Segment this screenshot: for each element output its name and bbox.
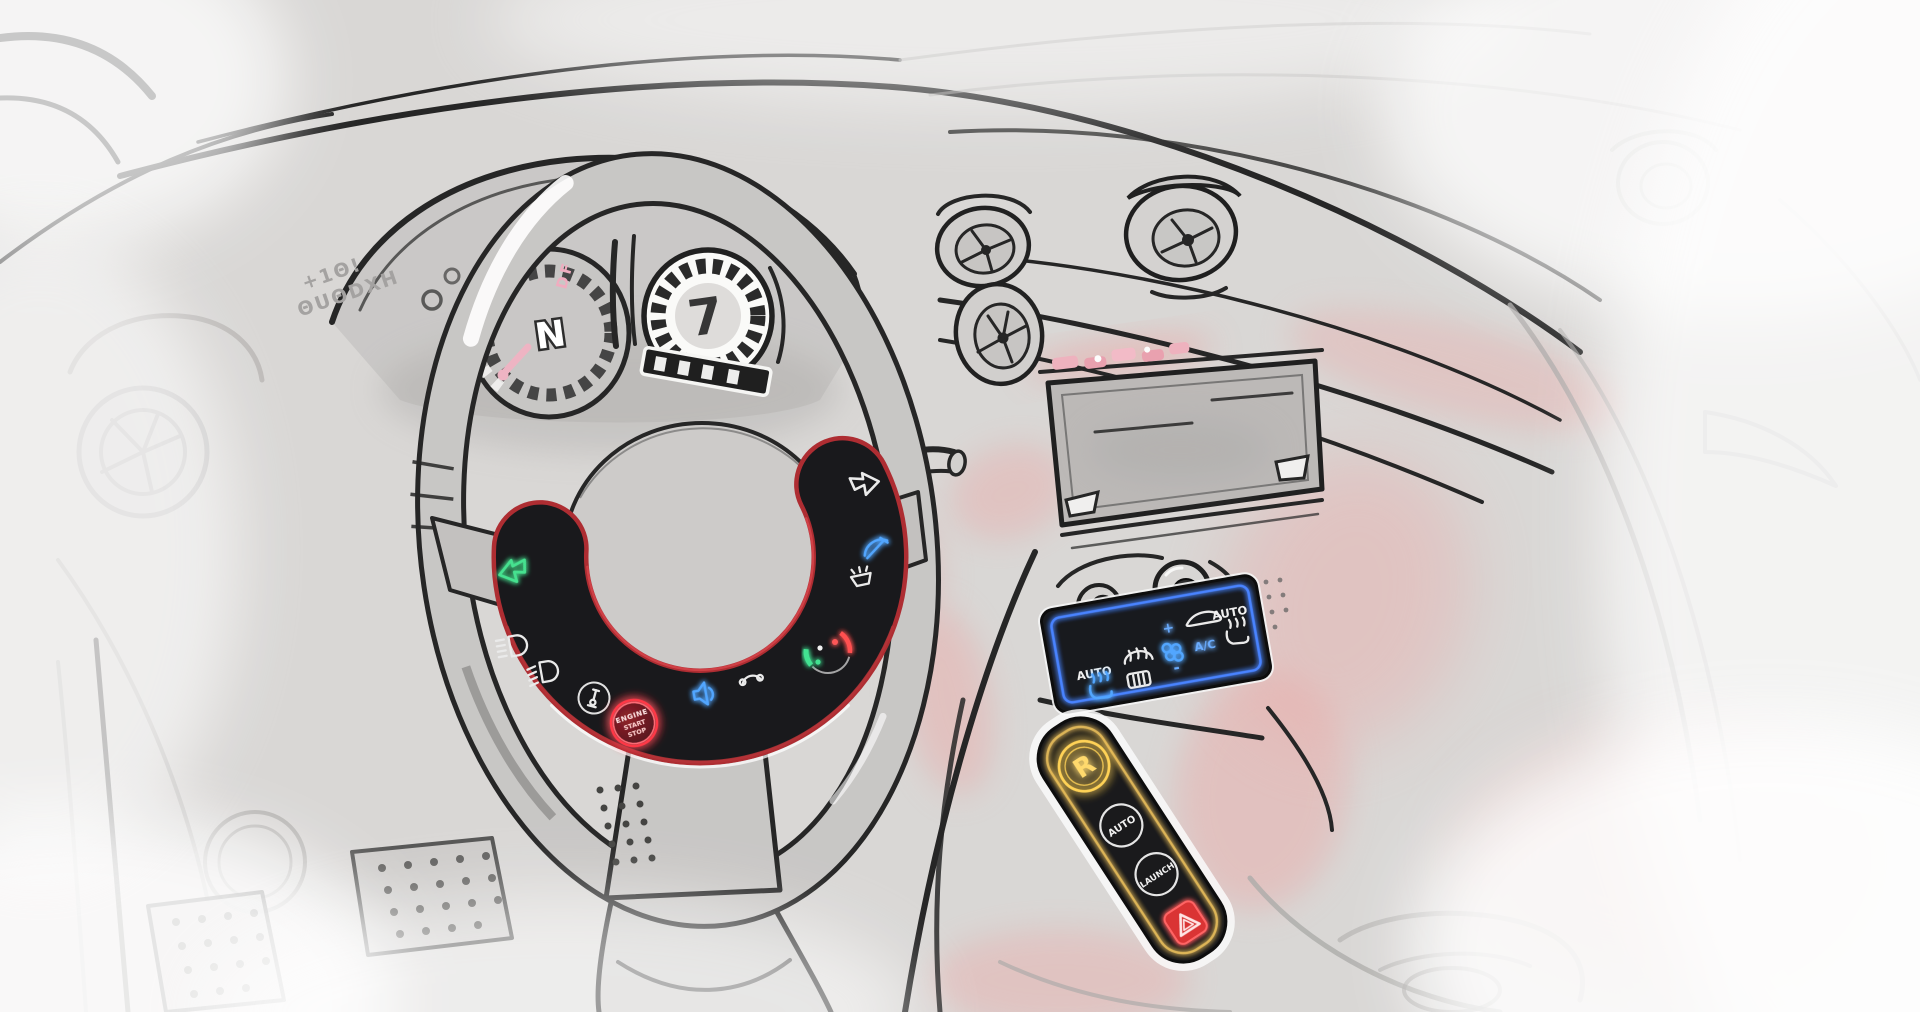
- recirculation-car-icon: [1185, 610, 1223, 628]
- fan-minus: -: [1172, 658, 1181, 677]
- high-beam-button[interactable]: [494, 634, 529, 659]
- volume-button[interactable]: [692, 681, 715, 706]
- climate-control-panel: AUTO + - A/C: [1038, 572, 1274, 716]
- front-defrost-button[interactable]: [1123, 646, 1154, 665]
- seat-heat-left-icon: [1088, 670, 1113, 700]
- wiper-icon: [863, 536, 889, 560]
- phone-icon: [738, 673, 764, 687]
- low-beam-button[interactable]: [526, 660, 560, 688]
- infotainment-screen[interactable]: [1045, 341, 1325, 528]
- washer-icon: [849, 565, 872, 588]
- right-turn-signal-icon[interactable]: [848, 471, 881, 498]
- hazard-triangle-icon: [1179, 913, 1201, 938]
- volume-icon: [692, 681, 715, 706]
- wiper-button[interactable]: [862, 536, 890, 560]
- fan-control[interactable]: + -: [1158, 619, 1186, 678]
- recirculation-button[interactable]: [1185, 609, 1223, 628]
- center-console-bridge: R AUTO LAUNCH: [1029, 708, 1235, 972]
- left-turn-signal-icon[interactable]: [497, 557, 530, 585]
- low-beam-icon: [538, 660, 560, 684]
- svg-text:A/C: A/C: [1193, 637, 1217, 655]
- ac-button[interactable]: A/C: [1193, 637, 1217, 655]
- spoke-perforations: [596, 782, 656, 866]
- climate-auto-left-button[interactable]: AUTO: [1075, 663, 1116, 702]
- suspension-damper-button[interactable]: [575, 679, 613, 717]
- engine-start-stop-button[interactable]: ENGINE START STOP: [605, 694, 663, 752]
- right-dash-air-vent: [1123, 174, 1242, 300]
- svg-text:AUTO: AUTO: [1075, 663, 1113, 683]
- rear-defrost-icon: [1126, 670, 1152, 689]
- manettino-dial[interactable]: [803, 631, 853, 674]
- cluster-segment-bar: [639, 345, 773, 398]
- center-air-vent-lower: [953, 281, 1045, 387]
- screen-bezel-camo: [1051, 341, 1190, 370]
- seat-heat-right-icon: [1225, 616, 1250, 645]
- phone-button[interactable]: [738, 673, 764, 687]
- washer-button[interactable]: [849, 565, 872, 588]
- fan-icon: [1161, 642, 1184, 662]
- rear-defrost-button[interactable]: [1126, 670, 1152, 689]
- hazard-button[interactable]: [1162, 899, 1210, 947]
- climate-auto-right-button[interactable]: AUTO: [1211, 603, 1253, 648]
- instrument-cluster: N DF 7: [421, 234, 786, 420]
- high-beam-icon: [507, 634, 529, 658]
- suspension-damper-icon: [586, 688, 601, 709]
- svg-text:AUTO: AUTO: [1211, 603, 1249, 623]
- tach-number: 7: [684, 286, 727, 348]
- gear-indicator: N: [533, 313, 569, 358]
- steering-wheel[interactable]: ENGINE START STOP: [370, 123, 982, 957]
- fan-plus: +: [1161, 620, 1175, 638]
- center-air-vent-upper: [934, 193, 1032, 289]
- tachometer-dial: 7: [639, 247, 786, 398]
